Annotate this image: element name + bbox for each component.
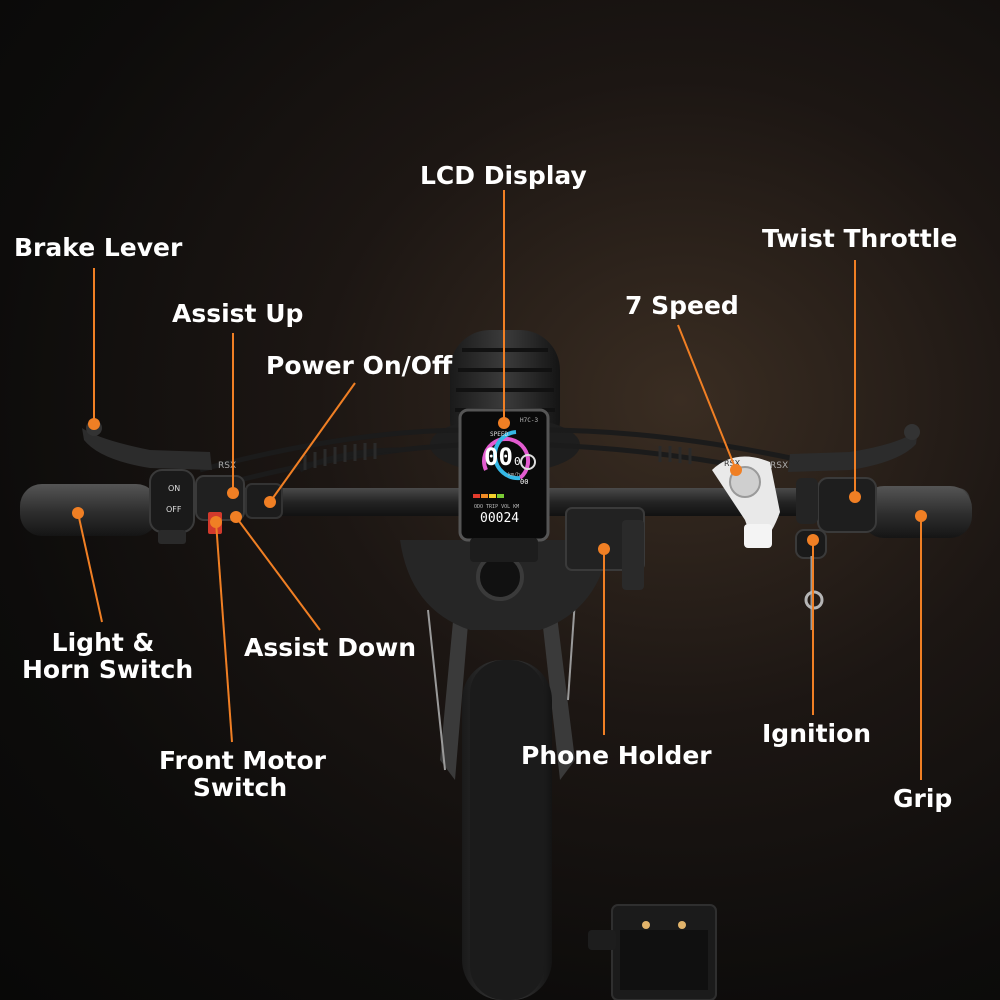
phone-holder[interactable] [565,507,645,590]
lcd-model: H7C-3 [520,417,538,424]
brake-lever-left[interactable] [82,420,212,470]
callout-dot-icon [227,487,239,499]
callout-dot-icon [230,511,242,523]
callout-dot-icon [264,496,276,508]
label-light-horn-switch: Light & Horn Switch [22,628,194,684]
label-ignition: Ignition [762,719,872,748]
label-light-horn-line2: Horn Switch [22,655,194,684]
brake-lever-right[interactable] [788,424,920,472]
callout-dot-icon [598,543,610,555]
brake-brand-left: RSX [218,461,236,471]
label-assist-up: Assist Up [172,299,304,328]
coiled-cable [303,443,692,470]
shifter-brand: RSX [724,459,741,468]
callout-dot-icon [849,491,861,503]
label-assist-down: Assist Down [244,633,417,662]
switch-on-text: ON [168,484,180,493]
label-front-motor-line1: Front Motor [159,746,326,775]
callout-dot-icon [730,464,742,476]
callout-dot-icon [88,418,100,430]
left-grip[interactable] [20,484,158,536]
lcd-odometer: 00024 [480,511,519,526]
label-twist-throttle: Twist Throttle [762,224,958,253]
brake-brand-right: RSX [770,461,788,471]
light-horn-switch-pod[interactable]: ON OFF [149,469,195,544]
lcd-unit: km/h [508,472,520,478]
switch-off-text: OFF [166,505,182,514]
label-front-motor-switch: Front Motor Switch [159,746,326,802]
callout-dot-icon [210,516,222,528]
callout-dots [72,417,927,555]
label-brake-lever: Brake Lever [14,233,183,262]
lcd-odo-units: ODO TRIP VOL KM [474,504,519,510]
label-7-speed: 7 Speed [625,291,739,320]
lcd-assist-level: 00 [520,478,528,486]
label-power-on-off: Power On/Off [266,351,453,380]
label-light-horn-line1: Light & [51,628,155,657]
callout-lines [77,190,922,780]
lcd-display: H7C-3 SPEED 00 0 km/h 00 ODO TRIP VOL KM… [458,408,550,562]
callout-dot-icon [807,534,819,546]
lcd-speed-header: SPEED [490,431,508,438]
label-front-motor-line2: Switch [192,773,288,802]
pedal-icon [588,904,717,1000]
seven-speed-shifter[interactable]: RSX [712,456,780,548]
callout-dot-icon [72,507,84,519]
label-grip: Grip [893,784,953,813]
callout-dot-icon [915,510,927,522]
lcd-speed-value: 00 [484,443,513,471]
lcd-speed-decimal: 0 [514,455,521,468]
callout-dot-icon [498,417,510,429]
front-tire [427,599,576,1000]
label-lcd-display: LCD Display [420,161,587,190]
twist-throttle[interactable] [796,477,877,533]
label-phone-holder: Phone Holder [521,741,712,770]
